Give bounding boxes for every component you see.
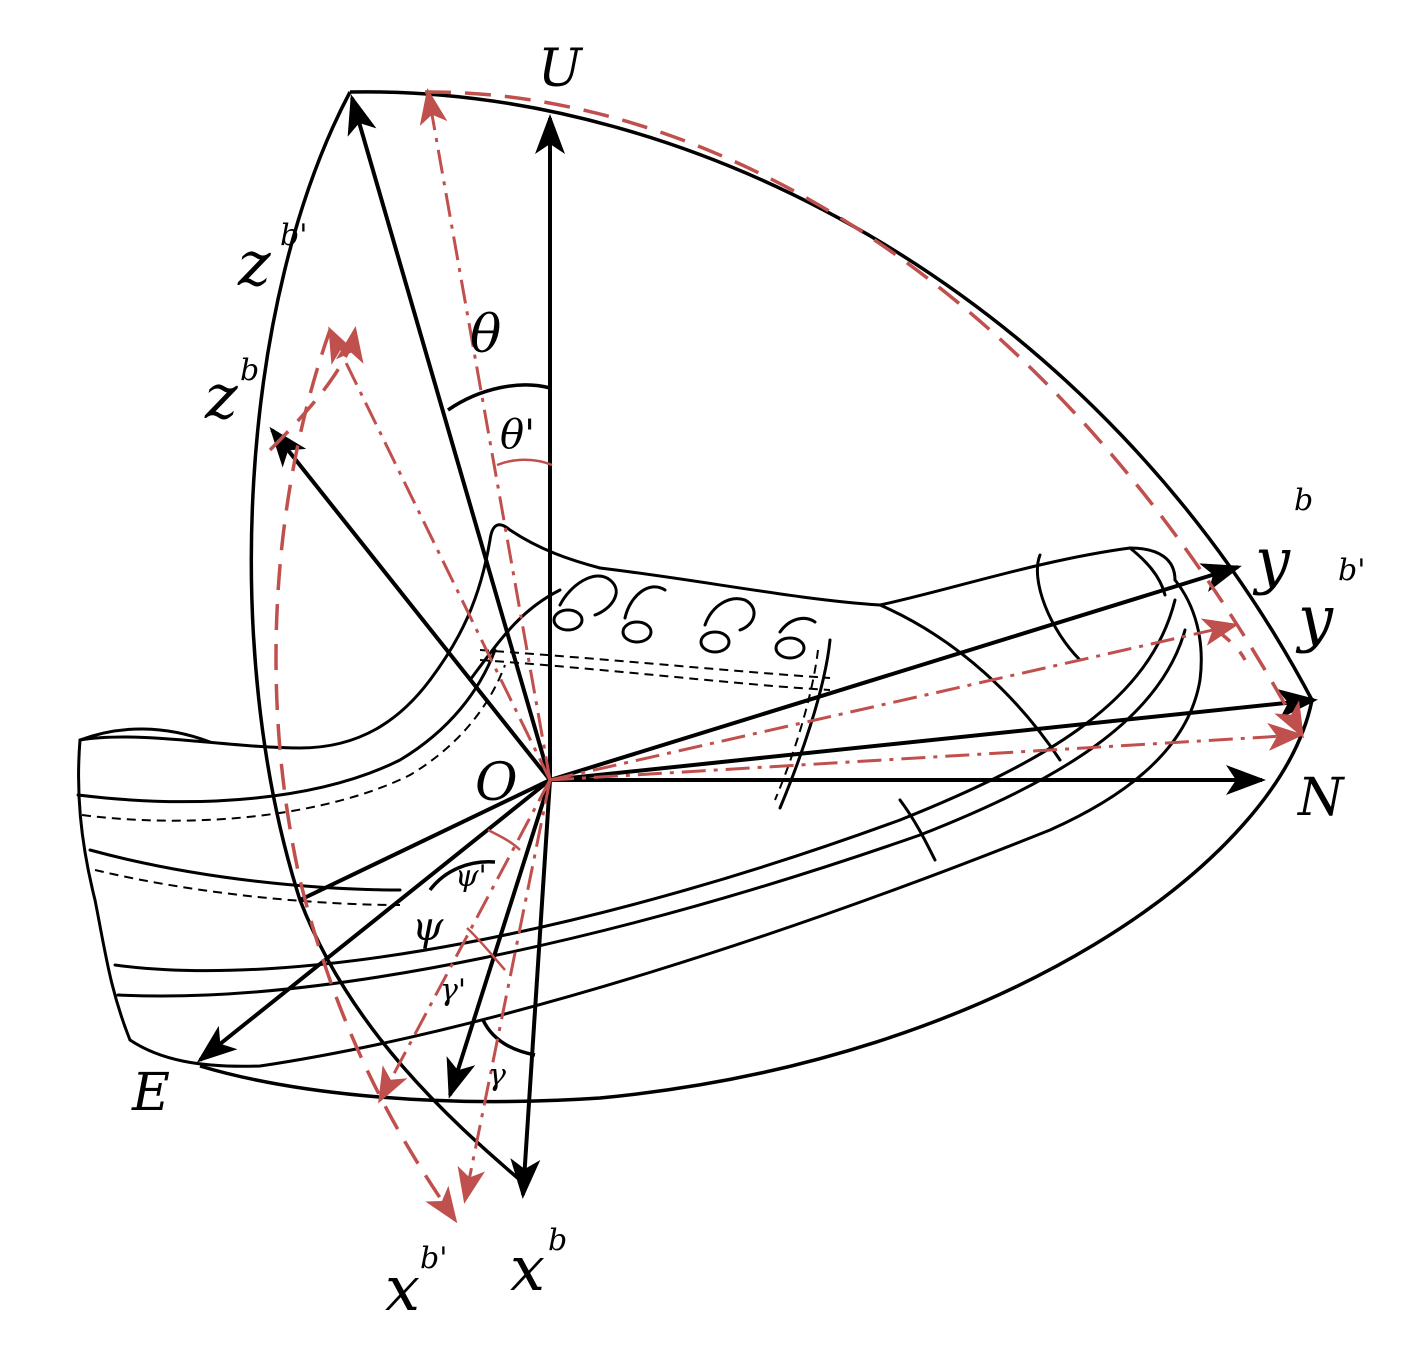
label-gamma-prime: γ'	[440, 973, 466, 1008]
label-zb-base: z	[204, 360, 238, 433]
sphere-arcs	[199, 90, 1314, 1182]
label-xb-prime-base: x	[385, 1252, 420, 1325]
label-e: E	[131, 1063, 170, 1123]
label-yb-prime-sup: b'	[1338, 553, 1365, 588]
label-u: U	[538, 39, 584, 99]
axis-e	[196, 778, 552, 1063]
label-xb-prime-sup: b'	[420, 1241, 447, 1276]
axis-yb	[549, 563, 1242, 782]
shoe-drawing	[76, 523, 1203, 1068]
label-xb-base: x	[510, 1232, 545, 1305]
black-axes	[196, 94, 1318, 1199]
label-theta: θ	[470, 305, 501, 365]
axis-xb	[510, 779, 552, 1199]
label-zb-prime-base: z	[237, 227, 271, 300]
label-psi-prime: ψ'	[455, 859, 487, 894]
axis-zb-prime	[347, 94, 552, 781]
label-n: N	[1296, 768, 1345, 828]
red-dashed-frame	[268, 88, 1304, 1224]
label-yb-sup: b	[1294, 483, 1313, 518]
label-zb-sup: b	[240, 353, 259, 388]
label-psi: ψ	[412, 904, 444, 950]
label-gamma: γ	[488, 1058, 506, 1093]
axis-zb	[269, 426, 552, 782]
axis-xb-inner	[446, 779, 552, 1099]
axis-e-guide	[299, 778, 551, 902]
label-theta-prime: θ'	[500, 412, 535, 458]
labels: U N E O z b' z b y b y b' x b' x b θ θ' …	[131, 39, 1365, 1325]
label-o: O	[475, 753, 518, 813]
label-yb-prime-base: y	[1295, 582, 1334, 655]
label-yb-base: y	[1252, 524, 1291, 597]
axis-yb-prime	[549, 688, 1318, 782]
label-xb-sup: b	[548, 1223, 567, 1258]
label-zb-prime-sup: b'	[280, 218, 307, 253]
